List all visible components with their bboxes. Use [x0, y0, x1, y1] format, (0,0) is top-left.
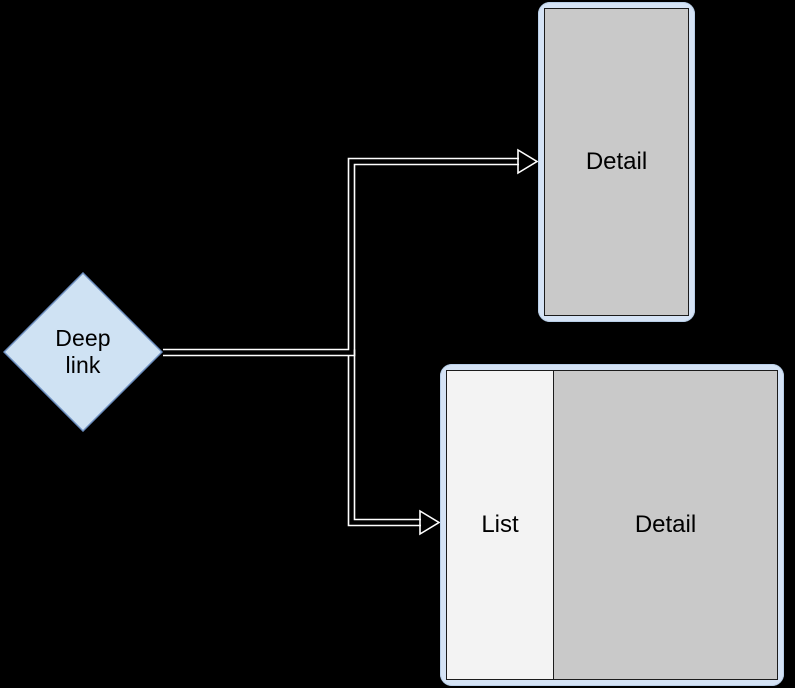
node-detail-window[interactable]: Detail — [538, 2, 695, 322]
node-deep-link-label: Deep link — [3, 272, 163, 432]
list-detail-window-inner: List Detail — [446, 370, 778, 680]
detail-window-inner: Detail — [544, 8, 689, 316]
diamond-shape-icon — [3, 272, 163, 432]
deep-link-label-line-2: link — [65, 352, 101, 378]
node-deep-link[interactable]: Deep link — [3, 272, 163, 432]
deep-link-label-line-1: Deep — [55, 325, 111, 351]
edge-to-list-detail-icon — [347, 349, 441, 536]
pane-detail-top-label: Detail — [585, 148, 648, 175]
pane-detail-bottom-label: Detail — [634, 511, 697, 538]
node-list-detail-window[interactable]: List Detail — [440, 364, 784, 686]
pane-list-label: List — [481, 511, 519, 538]
edge-to-detail-icon — [163, 148, 539, 357]
pane-list[interactable]: List — [447, 371, 554, 679]
pane-detail-top[interactable]: Detail — [545, 9, 688, 315]
pane-detail-bottom[interactable]: Detail — [554, 371, 777, 679]
